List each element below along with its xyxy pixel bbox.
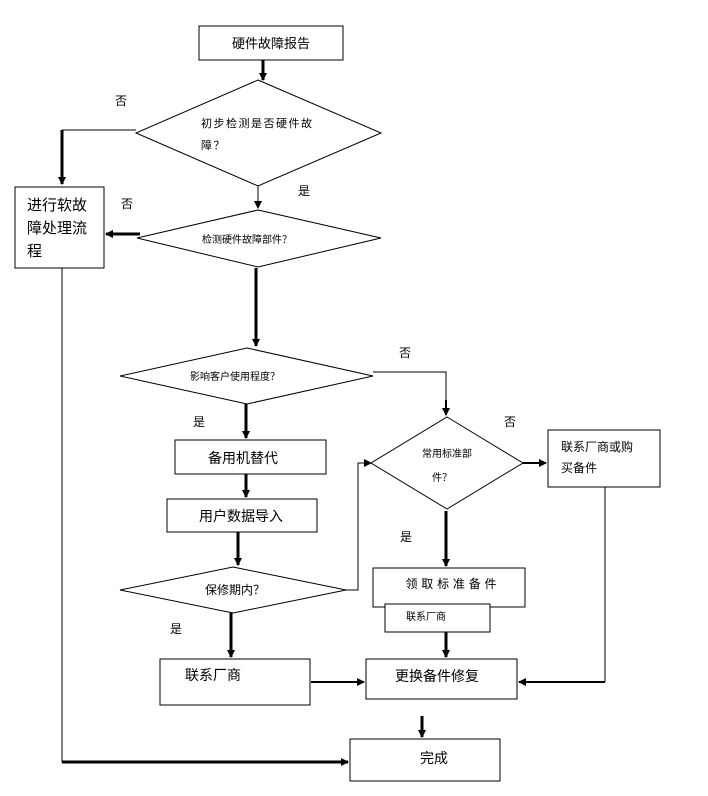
contact-vendor-small-box [384,603,491,633]
done-box [349,738,501,782]
edge-label-yes-common: 是 [400,530,412,544]
detect-part-diamond [136,209,382,268]
common-part-label-line2: 件？ [432,472,452,484]
prelim-check-label-line2: 障？ [201,138,226,152]
data-import-box [166,498,318,533]
soft-fault-label-line3: 程 [27,242,42,260]
hw-report-box [198,25,344,61]
soft-fault-label-line1: 进行软故 [27,196,87,214]
detect-part-label: 检测硬件故障部件？ [202,233,292,246]
warranty-label: 保修期内？ [205,582,265,597]
get-std-part-label: 领 取 标 准 备 件 [405,577,496,591]
vendor-buy-label-line1: 联系厂商或购 [561,439,633,454]
standby-label: 备用机替代 [208,450,278,467]
data-import-label: 用户数据导入 [199,508,283,525]
edge-label-no-prelim: 否 [115,94,127,108]
warranty-diamond [119,566,347,614]
edge-label-yes-prelim: 是 [298,184,310,198]
hw-report-label: 硬件故障报告 [232,37,310,52]
standby-box [174,439,327,475]
edge-label-no-detect: 否 [121,197,133,211]
edge-warranty-no [346,459,372,591]
impact-diamond [119,347,374,405]
get-std-part-box [372,567,526,608]
replace-repair-box [365,658,518,700]
edge-label-no-common: 否 [504,415,516,429]
contact-vendor-box [159,658,311,706]
soft-fault-label-line2: 障处理流 [27,219,87,237]
vendor-buy-label-line2: 买备件 [561,461,597,475]
edge-impact-no [373,371,447,413]
connectors [58,60,606,766]
soft-fault-box [14,186,105,269]
edge-labels: 否 否 是 否 是 否 是 是 [115,94,516,636]
edge-label-no-impact: 否 [399,346,411,360]
node-labels: 硬件故障报告 初步检测是否硬件故 障？ 进行软故 障处理流 程 检测硬件故障部件… [27,37,633,767]
edge-label-yes-warranty: 是 [170,622,182,636]
edge-label-yes-impact: 是 [193,415,205,429]
common-part-diamond [370,416,524,510]
common-part-label-line1: 常用标准部 [422,447,472,460]
prelim-check-diamond [134,79,383,187]
contact-vendor-small-label: 联系厂商 [406,610,446,623]
contact-vendor-label: 联系厂商 [185,668,241,684]
prelim-check-label-line1: 初步检测是否硬件故 [201,116,314,130]
node-shapes [14,25,661,782]
impact-label: 影响客户使用程度？ [190,370,280,383]
vendor-buy-box [547,429,661,488]
done-label: 完成 [420,751,448,767]
replace-repair-label: 更换备件修复 [395,668,479,685]
